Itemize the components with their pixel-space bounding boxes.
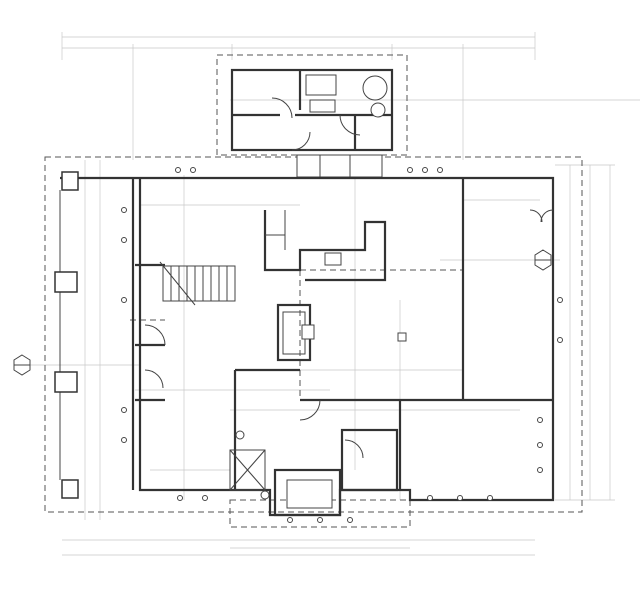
porch-column	[61, 171, 79, 191]
fireplace	[276, 303, 407, 362]
shower	[309, 99, 336, 113]
kitchen-counters	[263, 210, 387, 282]
main-walls	[130, 176, 555, 517]
dimension-lines	[20, 32, 640, 556]
porch-column	[54, 271, 78, 293]
stairs	[159, 261, 236, 306]
roof-outline	[44, 54, 583, 528]
porch-column	[61, 479, 79, 499]
dryer	[370, 102, 386, 118]
upper-wing	[230, 68, 394, 178]
washer	[362, 75, 388, 101]
outlet-markers	[121, 167, 563, 523]
tub	[305, 74, 337, 96]
porch-column	[54, 371, 78, 393]
section-marker-left	[13, 354, 31, 376]
porch	[54, 171, 130, 499]
section-marker-right	[534, 249, 552, 271]
